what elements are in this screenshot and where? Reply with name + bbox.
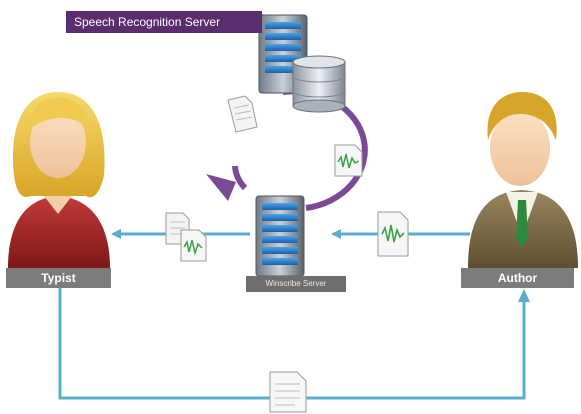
typist-to-author-arrowhead (518, 289, 530, 302)
cycle-audio-file-icon (334, 144, 363, 177)
transcript-audio-icon (180, 229, 207, 262)
typist-avatar-icon (8, 92, 110, 268)
author-avatar-icon (468, 92, 578, 268)
winscribe-server-icon (255, 195, 305, 277)
cycle-arrow-head (206, 174, 236, 201)
database-icon (292, 55, 346, 113)
speech-recognition-server-title: Speech Recognition Server (66, 11, 262, 33)
author-label: Author (461, 268, 574, 288)
cycle-document-icon (227, 95, 258, 133)
winscribe-server-label: Winscribe Server (246, 276, 346, 292)
final-document-icon (269, 371, 307, 413)
dictation-audio-icon (377, 211, 409, 257)
typist-label: Typist (6, 268, 111, 288)
cycle-arrow-tail (232, 165, 248, 191)
